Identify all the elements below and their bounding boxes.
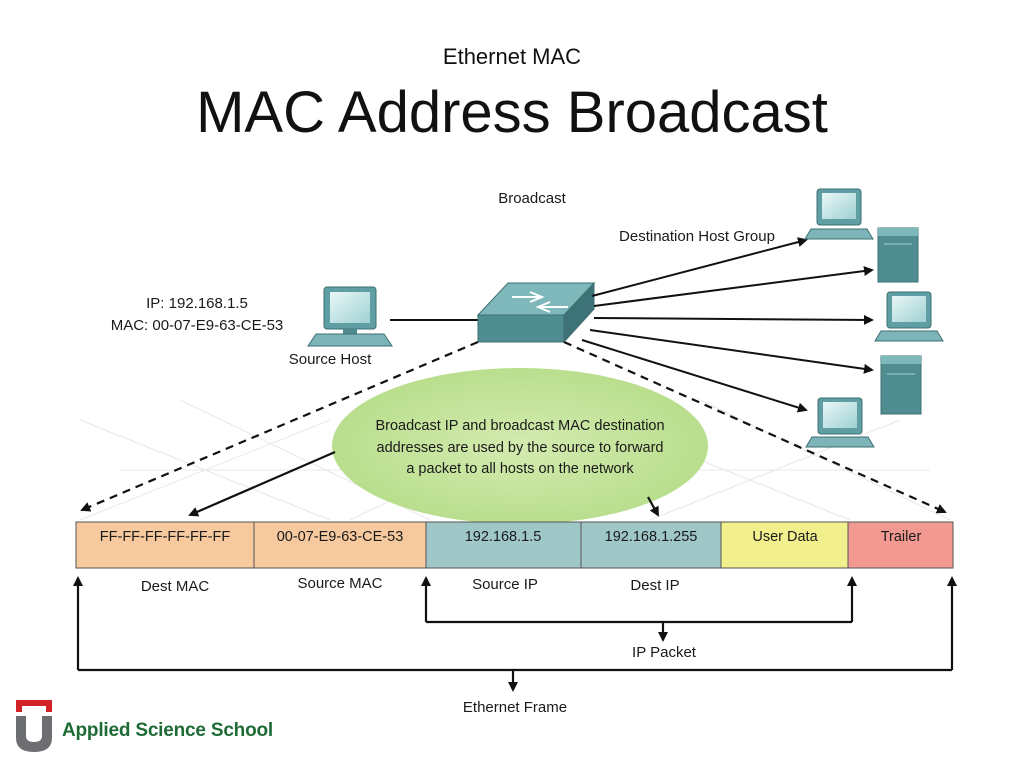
- broadcast-label: Broadcast: [498, 190, 566, 207]
- frame-cell-text: 00-07-E9-63-CE-53: [277, 529, 404, 545]
- pointer-to-dest-ip: [647, 496, 659, 517]
- ip-packet-bracket: [421, 576, 857, 642]
- frame-cell-text: User Data: [752, 529, 818, 545]
- destination-computer-icon: [805, 397, 875, 448]
- bubble-text-line-3: a packet to all hosts on the network: [406, 461, 634, 477]
- source-ip-field-label: Source IP: [472, 576, 538, 593]
- switch-icon: [476, 281, 596, 344]
- explanation-bubble: [332, 368, 708, 524]
- frame-cell-text: Trailer: [881, 529, 922, 545]
- frame-cell-dest-ip: [580, 521, 722, 569]
- frame-cell-trailer: [847, 521, 954, 569]
- frame-cell-text: FF-FF-FF-FF-FF-FF: [100, 529, 231, 545]
- ethernet-frame-bracket: [73, 576, 957, 692]
- ethernet-frame-row: FF-FF-FF-FF-FF-FF 00-07-E9-63-CE-53 192.…: [75, 521, 954, 569]
- dest-ip-field-label: Dest IP: [630, 577, 679, 594]
- ip-packet-label: IP Packet: [632, 644, 697, 661]
- frame-expansion-lines: [80, 340, 947, 514]
- source-mac-label: MAC: 00-07-E9-63-CE-53: [111, 317, 284, 334]
- destination-computer-icon: [804, 188, 874, 240]
- source-mac-field-label: Source MAC: [297, 575, 382, 592]
- slide-subtitle: Ethernet MAC: [442, 44, 582, 69]
- destination-host-group-label: Destination Host Group: [619, 228, 775, 245]
- school-logo-icon: [16, 700, 52, 752]
- source-host-label: Source Host: [289, 351, 372, 368]
- frame-cell-text: 192.168.1.5: [465, 529, 542, 545]
- source-ip-label: IP: 192.168.1.5: [146, 295, 248, 312]
- bubble-text-line-1: Broadcast IP and broadcast MAC destinati…: [375, 418, 664, 434]
- frame-cell-text: 192.168.1.255: [605, 529, 698, 545]
- broadcast-arrows: [581, 237, 874, 413]
- frame-cell-source-ip: [425, 521, 582, 569]
- destination-server-icon: [877, 227, 919, 283]
- dest-mac-label: Dest MAC: [141, 578, 210, 595]
- school-name: Applied Science School: [62, 720, 273, 741]
- frame-cell-source-mac: [253, 521, 427, 569]
- destination-server-icon: [880, 355, 922, 415]
- source-host-computer-icon: [307, 286, 393, 347]
- pointer-to-dest-mac: [188, 450, 336, 517]
- slide-title: MAC Address Broadcast: [196, 80, 828, 145]
- bubble-text-line-2: addresses are used by the source to forw…: [377, 440, 664, 456]
- frame-cell-dest-mac: [75, 521, 255, 569]
- ethernet-frame-label: Ethernet Frame: [463, 699, 567, 716]
- destination-computer-icon: [874, 291, 944, 342]
